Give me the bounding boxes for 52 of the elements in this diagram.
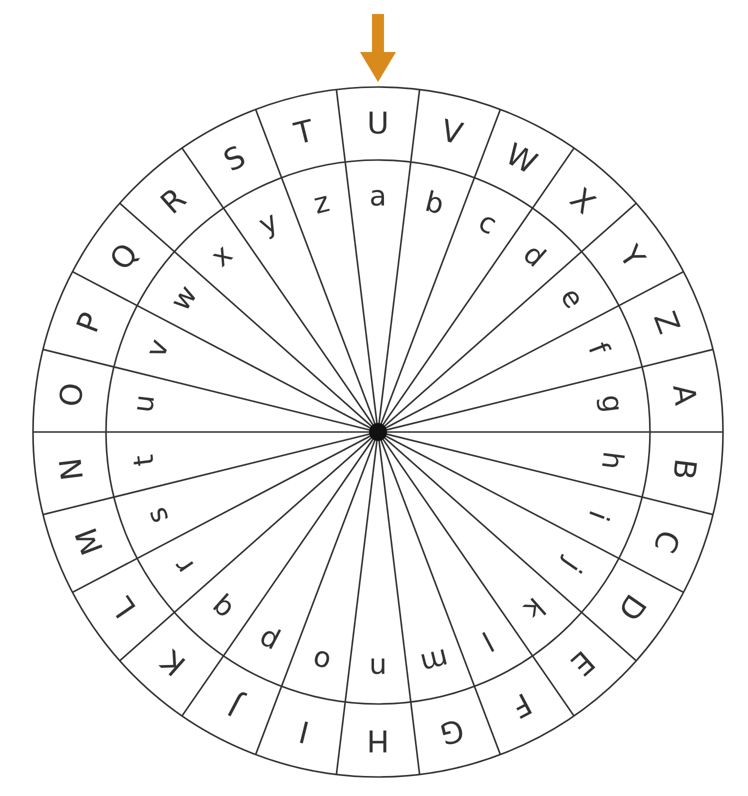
inner-ring-letter: f (582, 338, 616, 359)
outer-ring-letter: M (69, 522, 111, 560)
outer-ring-letter: A (665, 382, 702, 408)
inner-ring-letter: s (139, 503, 176, 528)
outer-ring-letter: Y (612, 240, 652, 274)
inner-ring-letter: n (369, 652, 387, 684)
inner-ring-letter: o (309, 643, 334, 680)
inner-ring-letter: b (422, 184, 448, 222)
inner-ring-letter: l (476, 624, 499, 658)
inner-ring-letter: h (594, 450, 630, 472)
outer-ring-letter: T (291, 114, 318, 152)
outer-ring-letter: P (70, 308, 110, 338)
outer-ring-letter: D (610, 588, 652, 626)
inner-ring-letter: a (369, 180, 387, 212)
outer-ring-letter: I (296, 713, 313, 750)
inner-ring-letter: d (516, 237, 552, 274)
outer-ring-letter: W (500, 136, 542, 182)
inner-ring-letter: x (204, 238, 239, 274)
inner-ring-letter: r (166, 552, 201, 580)
inner-ring-letter: e (554, 281, 591, 314)
inner-ring-letter: i (582, 506, 616, 526)
inner-ring-letter: w (164, 279, 204, 317)
inner-ring-letter: v (138, 334, 176, 362)
inner-ring-letter: g (594, 392, 630, 414)
inner-ring-letter: z (310, 185, 333, 221)
outer-ring-letter: L (105, 590, 144, 624)
outer-ring-letter: H (366, 722, 390, 758)
outer-ring-letter: V (438, 113, 466, 152)
outer-ring-letter: U (367, 106, 389, 142)
outer-ring-letter: E (564, 643, 601, 682)
outer-ring-letter: J (222, 687, 247, 722)
outer-ring-letter: N (53, 456, 91, 482)
outer-ring-letter: G (436, 711, 468, 751)
outer-ring-letter: Q (103, 237, 146, 277)
inner-ring-letter: y (253, 204, 284, 242)
inner-ring-letter: u (126, 392, 162, 414)
inner-ring-letter: c (473, 204, 502, 242)
outer-ring-letter: O (53, 381, 91, 409)
outer-ring-letter: K (154, 642, 193, 682)
outer-ring-letter: X (562, 182, 602, 222)
inner-ring-letter: j (556, 554, 588, 579)
outer-ring-letter: C (646, 525, 686, 558)
inner-ring-letter: m (417, 642, 452, 680)
outer-ring-letter: S (218, 139, 252, 180)
inner-ring-letter: t (126, 452, 161, 468)
outer-ring-letter: Z (646, 306, 686, 339)
inner-ring-letter: p (252, 622, 284, 660)
inner-ring-letter: q (204, 590, 240, 627)
inner-ring-letter: k (518, 590, 552, 626)
outer-ring-letter: F (505, 685, 537, 724)
outer-ring-letter: B (665, 456, 702, 482)
outer-ring-letter: R (154, 181, 194, 222)
